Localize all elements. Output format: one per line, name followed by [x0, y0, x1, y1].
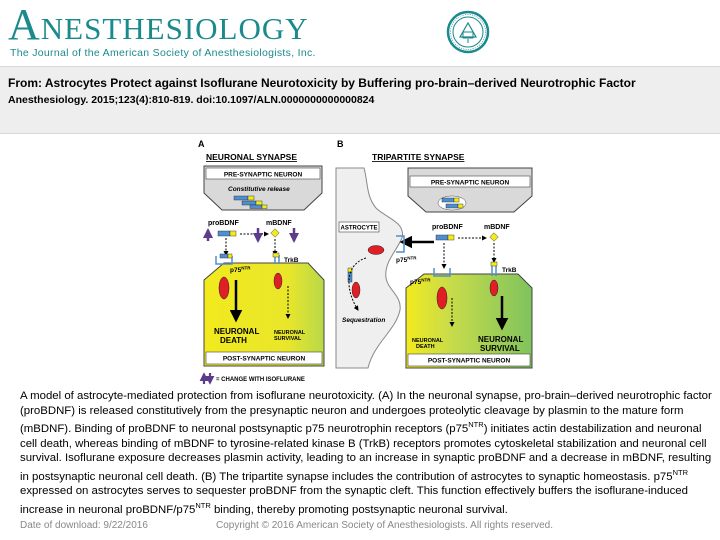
panel-b-mbdnf-molecule	[489, 232, 499, 242]
panel-b-death-label-1: NEURONAL	[412, 338, 444, 344]
caption-sup-1: NTR	[468, 420, 484, 430]
caption-sup-2: NTR	[672, 467, 688, 477]
astrocyte-label: ASTROCYTE	[340, 226, 377, 232]
panel-a-trkb-label: TrkB	[284, 257, 299, 264]
panel-b-probdnf-molecule	[435, 234, 455, 241]
journal-logo-wordmark: Anesthesiology	[8, 0, 309, 49]
panel-a-death-label-1: NEURONAL	[214, 327, 259, 336]
panel-b-probdnf-label: proBDNF	[432, 224, 463, 231]
journal-subtitle: The Journal of the American Society of A…	[10, 47, 316, 59]
copyright-notice: Copyright © 2016 American Society of Ane…	[216, 520, 553, 531]
panel-a-presynaptic-label: PRE-SYNAPTIC NEURON	[224, 172, 303, 179]
panel-b-p75-label: p75NTR	[410, 278, 431, 287]
figure-diagram: A NEURONAL SYNAPSE PRE-SYNAPTIC NEURON C…	[198, 139, 533, 385]
figure-caption: A model of astrocyte-mediated protection…	[20, 389, 714, 517]
panel-b-trkb-label: TrkB	[502, 267, 517, 274]
legend-change-with-isoflurane-label: = CHANGE WITH ISOFLURANE	[216, 377, 305, 383]
astrocyte-red-signal	[367, 245, 385, 255]
panel-a-p75-label: p75NTR	[230, 266, 251, 275]
legend-change-with-isoflurane-icon	[199, 372, 215, 385]
panel-a-release-label: Constitutive release	[228, 186, 290, 193]
panel-a-death-signal	[218, 276, 230, 300]
panel-a-survival-label-2: SURVIVAL	[274, 336, 302, 342]
astrocyte-p75-label: p75NTR	[396, 256, 417, 265]
panel-b-presynaptic-label-box	[409, 175, 531, 188]
panel-b-title: TRIPARTITE SYNAPSE	[372, 152, 465, 162]
panel-b-postsynaptic-label-box	[407, 353, 531, 367]
sequestration-label: Sequestration	[342, 317, 385, 324]
panel-b: B TRIPARTITE SYNAPSE ASTROCYTE Sequestra…	[335, 139, 533, 369]
caption-part-3: expressed on astrocytes serves to seques…	[20, 485, 688, 516]
panel-a-probdnf-molecule	[217, 230, 237, 237]
panel-b-survival-signal	[489, 279, 499, 297]
panel-a-presynaptic-label-box	[205, 167, 321, 180]
panel-b-postsynaptic-label: POST-SYNAPTIC NEURON	[428, 358, 511, 365]
sequestration-arrow	[348, 257, 367, 311]
caption-part-1: A model of astrocyte-mediated protection…	[20, 390, 712, 435]
panel-a-postsynaptic-neuron	[203, 262, 325, 367]
panel-a-title: NEURONAL SYNAPSE	[206, 152, 297, 162]
panel-a: A NEURONAL SYNAPSE PRE-SYNAPTIC NEURON C…	[198, 139, 325, 385]
caption-sup-3: NTR	[195, 500, 211, 510]
astrocyte-sequestered-probdnf	[347, 267, 361, 299]
panel-b-presynaptic-terminal	[407, 167, 533, 213]
panel-b-vesicle-packets	[437, 195, 467, 211]
journal-masthead: Anesthesiology The Journal of the Americ…	[0, 0, 720, 64]
panel-a-trkb-receptor	[272, 252, 280, 264]
panel-b-survival-label-2: SURVIVAL	[480, 344, 520, 353]
caption-part-2: ) initiates actin destabilization and ne…	[20, 422, 712, 483]
astrocyte-p75-receptor	[396, 235, 405, 253]
panel-a-mbdnf-molecule	[270, 228, 280, 238]
panel-b-p75-receptor	[433, 268, 451, 277]
panel-a-isoflurane-change-arrows	[203, 228, 299, 243]
panel-b-presynaptic-label: PRE-SYNAPTIC NEURON	[431, 180, 510, 187]
panel-a-probdnf-label: proBDNF	[208, 220, 239, 227]
caption-part-4: binding, thereby promoting postsynaptic …	[210, 503, 508, 516]
article-title: From: Astrocytes Protect against Isoflur…	[8, 76, 636, 90]
panel-b-letter: B	[337, 139, 344, 149]
article-header: From: Astrocytes Protect against Isoflur…	[0, 66, 720, 134]
panel-a-death-label-2: DEATH	[220, 336, 247, 345]
panel-a-survival-signal	[273, 272, 283, 290]
panel-a-postsynaptic-label-box	[205, 351, 323, 365]
download-date: Date of download: 9/22/2016	[20, 520, 148, 531]
panel-b-death-signal	[436, 286, 448, 310]
astrocyte-label-box	[338, 221, 380, 233]
society-seal-icon	[446, 10, 490, 54]
article-citation: Anesthesiology. 2015;123(4):810-819. doi…	[8, 94, 375, 106]
panel-a-p75-receptor	[215, 253, 233, 265]
astrocyte-body	[335, 167, 403, 369]
panel-b-trkb-receptor	[490, 261, 498, 276]
panel-b-mbdnf-label: mBDNF	[484, 224, 510, 231]
panel-a-letter: A	[198, 139, 205, 149]
panel-b-survival-label-1: NEURONAL	[478, 335, 523, 344]
panel-a-postsynaptic-label: POST-SYNAPTIC NEURON	[223, 356, 306, 363]
panel-a-vesicle-packets	[233, 195, 268, 209]
panel-a-mbdnf-label: mBDNF	[266, 220, 292, 227]
panel-b-death-label-2: DEATH	[416, 344, 435, 350]
panel-a-survival-label-1: NEURONAL	[274, 330, 306, 336]
